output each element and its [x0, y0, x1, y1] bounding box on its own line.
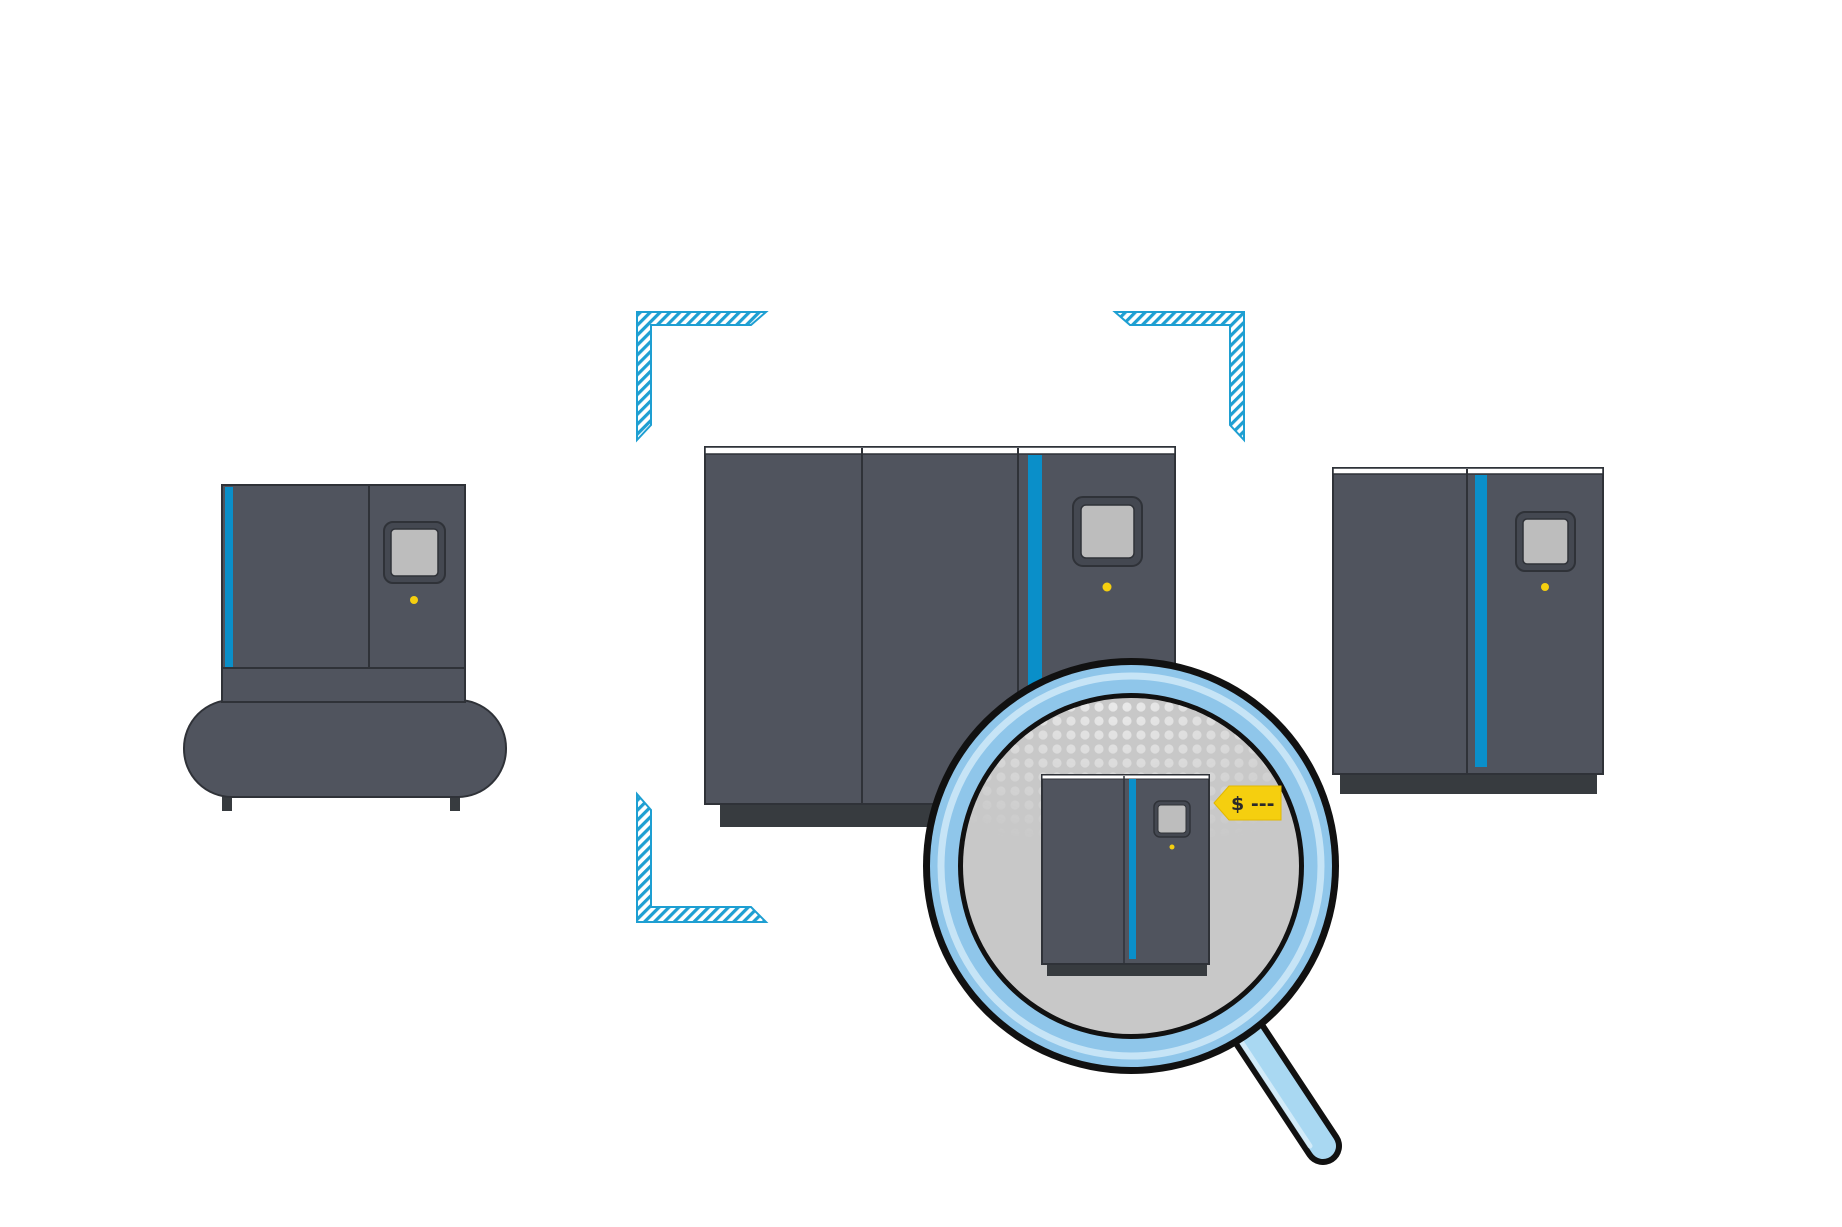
cabinet-compressor-icon: [1332, 467, 1604, 794]
tank-foot-right: [450, 793, 460, 811]
tank-indicator-light: [410, 596, 418, 604]
large-indicator-light: [1102, 582, 1112, 592]
right-control-screen: [1522, 518, 1569, 565]
right-indicator-light: [1541, 583, 1549, 591]
magnified-cabinet-base: [1047, 964, 1207, 976]
selection-frame-icon: [636, 311, 1245, 923]
magnified-indicator-light: [1169, 844, 1175, 850]
magnified-cabinet-top-trim: [1041, 774, 1210, 780]
tank-control-screen: [390, 528, 439, 577]
tank-foot-left: [222, 793, 232, 811]
magnified-accent-stripe: [1129, 779, 1136, 959]
magnified-control-screen: [1157, 804, 1187, 834]
frame-corner-bottom-left: [636, 791, 769, 923]
frame-corner-top-left: [636, 311, 769, 443]
large-control-screen: [1080, 504, 1135, 559]
large-cabinet-top-trim: [704, 446, 1176, 455]
price-tag-shape: [1213, 785, 1282, 821]
magnifier-handle: [1232, 1015, 1336, 1159]
magnifying-glass-icon: $ ---: [923, 658, 1342, 1165]
frame-corner-top-right: [1112, 311, 1245, 443]
right-cabinet-base: [1340, 774, 1597, 794]
price-tag-icon: $ ---: [1213, 785, 1282, 821]
air-receiver-tank: [183, 699, 507, 798]
right-cabinet-accent-stripe: [1475, 475, 1487, 767]
price-tag-label: $ ---: [1231, 793, 1275, 815]
tank-cabinet-base: [221, 667, 466, 703]
magnifier-rim-highlight: [937, 672, 1325, 1060]
tank-cabinet-accent-stripe: [225, 487, 233, 667]
magnified-compressor-icon: [1041, 774, 1210, 976]
tank-mounted-compressor-icon: [183, 484, 507, 811]
magnifier-handle-highlight: [1237, 1037, 1313, 1149]
